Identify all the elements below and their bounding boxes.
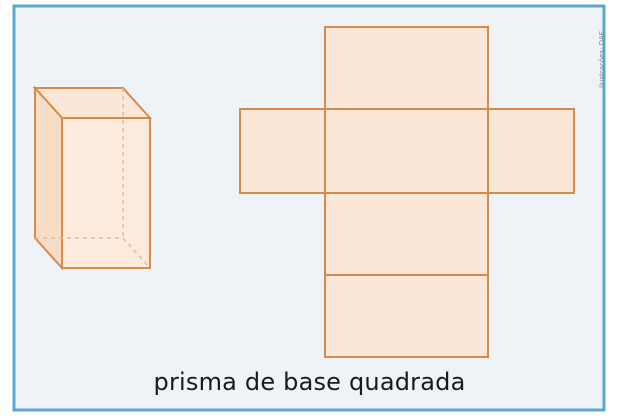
net-face-bottom: [324, 274, 489, 358]
prism-net: [239, 26, 575, 358]
net-face-right: [487, 108, 575, 194]
net-face-lower: [324, 192, 489, 276]
figure-caption: prisma de base quadrada: [153, 368, 466, 396]
prism-hidden-edge-diagonal: [122, 237, 151, 269]
net-face-center: [324, 108, 489, 194]
net-face-left: [239, 108, 326, 194]
prism-left-face: [34, 85, 63, 271]
illustration-credit: Ilustrações: DAE: [598, 30, 606, 88]
net-face-top: [324, 26, 489, 110]
prism-3d: [32, 85, 153, 271]
prism-front-face: [61, 117, 151, 269]
